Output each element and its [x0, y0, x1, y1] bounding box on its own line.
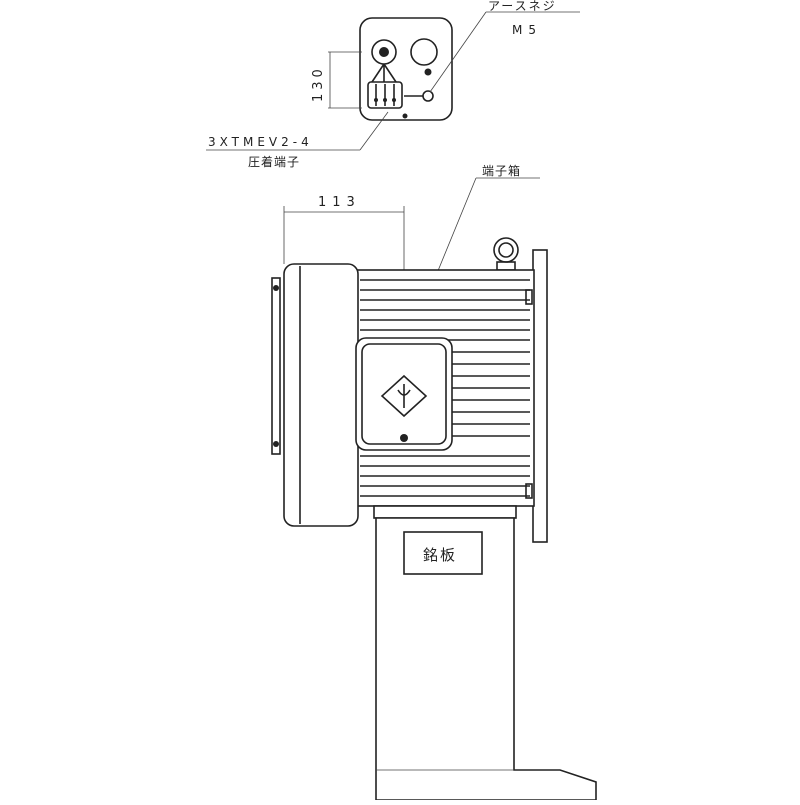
- motor-stand: [373, 505, 597, 801]
- terminal-box-detail: [359, 17, 453, 121]
- eye-bolt: [493, 237, 519, 271]
- frame-bolt-bottom: [525, 483, 533, 499]
- terminal-screw-left-head: [379, 47, 389, 57]
- nameplate-label: 銘板: [423, 546, 457, 564]
- terminal-box: [355, 337, 453, 451]
- nameplate-box: [403, 531, 483, 575]
- crimp-terminal-block: [367, 63, 403, 109]
- frame-bolt-top: [525, 289, 533, 305]
- terminal-cover-hole: [410, 38, 438, 66]
- terminal-spec-label: 3XTMEV2-4: [208, 135, 313, 149]
- crimp-terminal-label: 圧着端子: [248, 154, 300, 169]
- earth-screw-callout: アースネジ M5: [429, 0, 580, 93]
- terminal-box-screw: [400, 434, 408, 442]
- terminal-box-emblem: [380, 374, 428, 418]
- terminal-box-label: 端子箱: [482, 163, 521, 178]
- box-bottom-screw: [402, 113, 408, 119]
- crimp-terminal-callout: 3XTMEV2-4 圧着端子: [206, 111, 389, 169]
- dimension-130-label: 130: [311, 65, 326, 102]
- mounting-flange: [532, 249, 548, 543]
- earth-screw-dot: [424, 68, 432, 76]
- dimension-113-label: 113: [318, 195, 361, 210]
- nameplate: 銘板: [403, 531, 483, 575]
- dimension-130: 130: [311, 51, 362, 109]
- fan-cover: [271, 263, 359, 527]
- terminal-box-outline: [359, 17, 453, 121]
- earth-screw-size-label: M5: [512, 23, 542, 37]
- earth-screw-label: アースネジ: [488, 0, 557, 13]
